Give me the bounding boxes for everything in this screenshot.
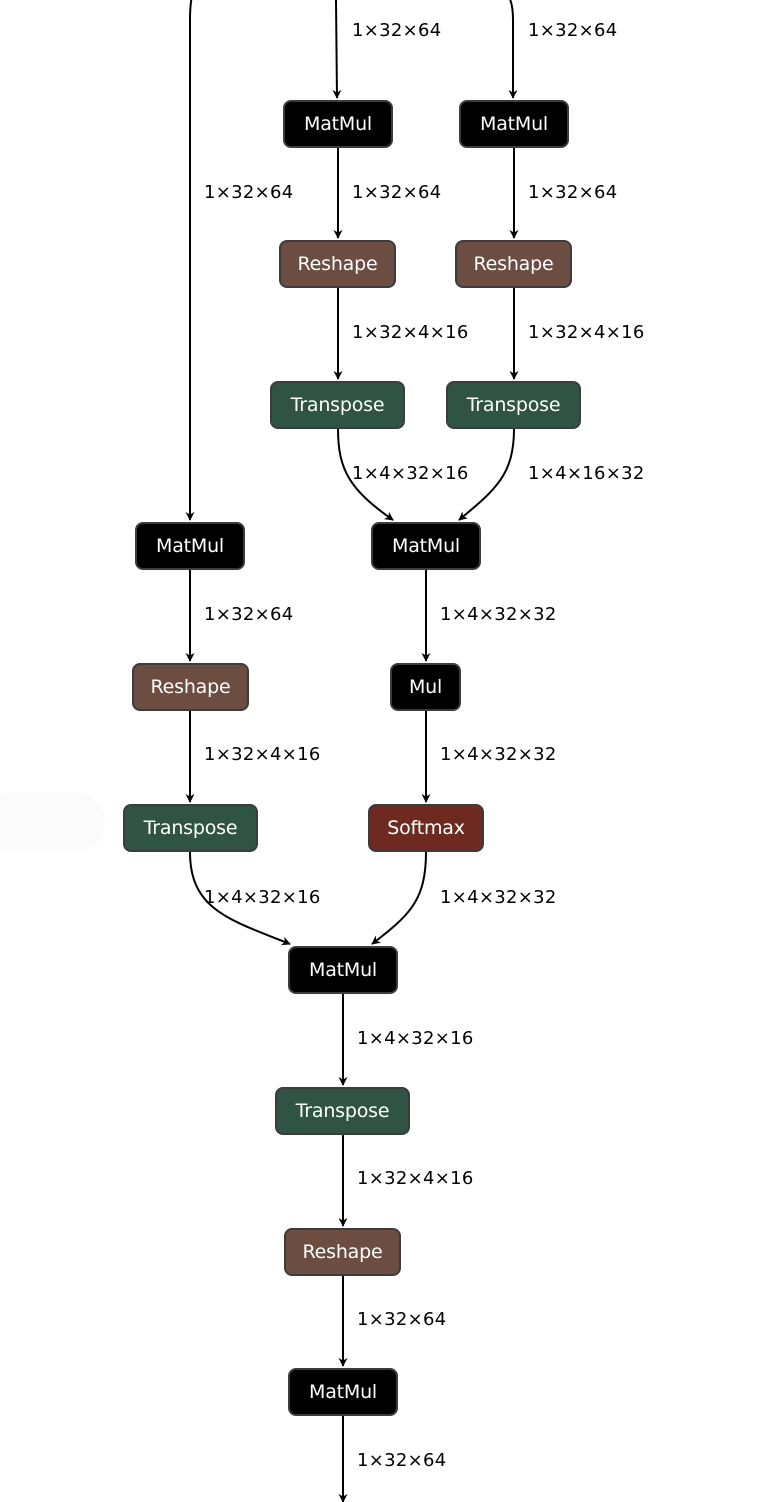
node-matmul-q[interactable]: MatMul: [459, 100, 569, 148]
edge-label-in-k: 1×32×64: [352, 20, 442, 41]
edge-q-tr-qk: [458, 428, 515, 521]
edge-label-k-transpose-matmul: 1×4×32×16: [352, 463, 469, 484]
edge-label-k-matmul-reshape: 1×32×64: [352, 182, 442, 203]
edge-label-in-q: 1×32×64: [528, 20, 618, 41]
edge-label-transpose-reshape: 1×32×4×16: [357, 1168, 474, 1189]
edge-label-attn-transpose: 1×4×32×16: [357, 1028, 474, 1049]
edge-sm-attn: [371, 851, 427, 945]
node-reshape-out[interactable]: Reshape: [284, 1228, 401, 1276]
node-matmul-out[interactable]: MatMul: [288, 1368, 398, 1416]
edge-in-k: [332, 0, 342, 99]
edge-label-q-transpose-matmul: 1×4×16×32: [528, 463, 645, 484]
node-matmul-qk[interactable]: MatMul: [371, 522, 481, 570]
node-softmax[interactable]: Softmax: [368, 804, 484, 852]
node-transpose-out[interactable]: Transpose: [275, 1087, 410, 1135]
edge-label-v-transpose-matmul: 1×4×32×16: [204, 887, 321, 908]
node-mul-scale[interactable]: Mul: [390, 663, 461, 711]
node-matmul-attn[interactable]: MatMul: [288, 946, 398, 994]
edge-label-v-matmul-reshape: 1×32×64: [204, 604, 294, 625]
edge-v-tr-attn: [189, 851, 291, 946]
edge-label-q-reshape-transpose: 1×32×4×16: [528, 322, 645, 343]
edge-in-q: [508, 0, 518, 99]
edge-label-k-reshape-transpose: 1×32×4×16: [352, 322, 469, 343]
node-transpose-q[interactable]: Transpose: [446, 381, 581, 429]
edge-label-mul-softmax: 1×4×32×32: [440, 744, 557, 765]
node-matmul-v[interactable]: MatMul: [135, 522, 245, 570]
edge-label-in-v: 1×32×64: [204, 182, 294, 203]
edge-k-tr-qk: [337, 428, 394, 521]
edge-label-output: 1×32×64: [357, 1450, 447, 1471]
edge-label-q-matmul-reshape: 1×32×64: [528, 182, 618, 203]
faint-overlay: [0, 792, 105, 852]
node-reshape-q[interactable]: Reshape: [455, 240, 572, 288]
edge-label-qk-mul: 1×4×32×32: [440, 604, 557, 625]
edge-label-v-reshape-transpose: 1×32×4×16: [204, 744, 321, 765]
edge-in-v: [185, 0, 195, 521]
edge-label-reshape-matmul: 1×32×64: [357, 1309, 447, 1330]
node-matmul-k[interactable]: MatMul: [283, 100, 393, 148]
node-reshape-k[interactable]: Reshape: [279, 240, 396, 288]
node-transpose-v[interactable]: Transpose: [123, 804, 258, 852]
node-reshape-v[interactable]: Reshape: [132, 663, 249, 711]
node-transpose-k[interactable]: Transpose: [270, 381, 405, 429]
edge-label-softmax-matmul: 1×4×32×32: [440, 887, 557, 908]
